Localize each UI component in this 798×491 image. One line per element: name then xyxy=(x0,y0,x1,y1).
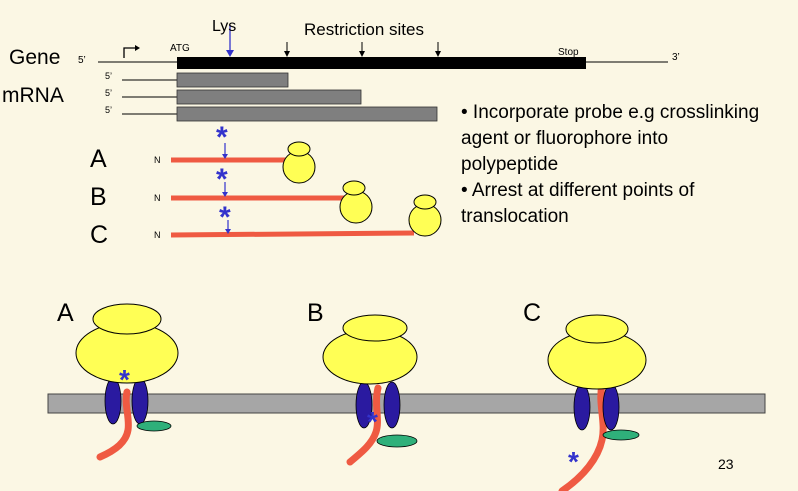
bullet-line-1: • Incorporate probe e.g crosslinking xyxy=(461,102,760,123)
probe-arrow-a-icon xyxy=(222,154,228,159)
mrna-label: mRNA xyxy=(2,84,64,107)
mrna-bar-3 xyxy=(176,106,438,122)
polypeptide-c xyxy=(558,381,607,491)
construct-a-graphic xyxy=(171,141,316,184)
polypeptide-a xyxy=(96,388,132,461)
construct-b-graphic xyxy=(171,180,373,224)
translocon-left-c xyxy=(573,383,591,431)
mrna-3-five-prime: 5’ xyxy=(105,105,113,115)
construct-b-n-terminus: N xyxy=(154,193,161,203)
construct-c-letter: C xyxy=(90,221,109,249)
translocon-right-c xyxy=(602,383,620,431)
probe-asterisk-a-icon: * xyxy=(216,121,228,154)
green-protein-a xyxy=(136,420,172,432)
atg-label: ATG xyxy=(170,43,190,54)
stop-label: Stop xyxy=(558,47,579,58)
ribosome-small-state-b xyxy=(342,314,408,342)
state-c-letter: C xyxy=(523,299,542,327)
restriction-arrow-3-icon xyxy=(435,51,441,57)
translocation-state-b xyxy=(322,314,418,466)
ribosome-small-state-a xyxy=(92,303,162,335)
nascent-chain-c xyxy=(170,230,415,238)
gene-coding-bar xyxy=(177,57,586,69)
er-membrane xyxy=(47,393,766,414)
ribosome-small-c xyxy=(413,194,437,210)
mrna-transcripts xyxy=(122,72,438,122)
translocon-right-b xyxy=(383,381,401,429)
lys-arrowhead-icon xyxy=(226,50,234,57)
gene-three-prime-label: 3’ xyxy=(672,52,680,63)
construct-a-n-terminus: N xyxy=(154,155,161,165)
probe-asterisk-c-icon: * xyxy=(219,201,231,234)
restriction-arrow-2-icon xyxy=(359,51,365,57)
state-b-letter: B xyxy=(307,299,324,327)
construct-b-letter: B xyxy=(90,183,107,211)
ribosome-small-a xyxy=(287,141,311,157)
gene-five-prime-label: 5’ xyxy=(78,55,86,66)
probe-asterisk-state-c-icon: * xyxy=(568,446,579,477)
promoter-arrow-icon xyxy=(123,47,138,58)
construct-a-letter: A xyxy=(90,145,107,173)
probe-asterisk-state-b-icon: * xyxy=(367,406,378,437)
green-protein-b xyxy=(376,434,418,448)
translocation-state-a xyxy=(75,303,179,461)
promoter-arrowhead-icon xyxy=(135,45,140,51)
lys-label: Lys xyxy=(212,18,237,35)
construct-c-n-terminus: N xyxy=(154,230,161,240)
state-a-letter: A xyxy=(57,299,74,327)
mrna-2-five-prime: 5’ xyxy=(105,88,113,98)
ribosome-large-b xyxy=(339,190,373,224)
bullet-line-3: polypeptide xyxy=(461,154,559,175)
probe-arrow-c-icon xyxy=(225,229,231,234)
mrna-1-five-prime: 5’ xyxy=(105,71,113,81)
green-protein-c xyxy=(602,429,640,441)
mrna-bar-1 xyxy=(176,72,289,88)
polypeptide-b xyxy=(346,384,382,466)
bullet-line-4: • Arrest at different points of xyxy=(461,180,695,201)
probe-asterisk-b-icon: * xyxy=(216,163,228,196)
restriction-sites-label: Restriction sites xyxy=(304,20,424,39)
mrna-bar-2 xyxy=(176,89,362,105)
probe-asterisk-state-a-icon: * xyxy=(119,364,130,395)
restriction-site-arrows xyxy=(284,42,441,57)
restriction-arrow-1-icon xyxy=(284,51,290,57)
ribosome-small-state-c xyxy=(565,314,629,344)
translocon-right-a xyxy=(131,377,149,425)
translocation-state-c xyxy=(547,314,647,491)
page-number: 23 xyxy=(718,456,734,472)
bullet-line-5: translocation xyxy=(461,206,569,227)
gene-label: Gene xyxy=(9,46,61,69)
probe-arrow-b-icon xyxy=(222,192,228,197)
bullet-text-block: • Incorporate probe e.g crosslinking age… xyxy=(461,100,796,230)
construct-c-graphic xyxy=(170,194,442,238)
bullet-line-2: agent or fluorophore into xyxy=(461,128,669,149)
ribosome-small-b xyxy=(342,180,366,196)
